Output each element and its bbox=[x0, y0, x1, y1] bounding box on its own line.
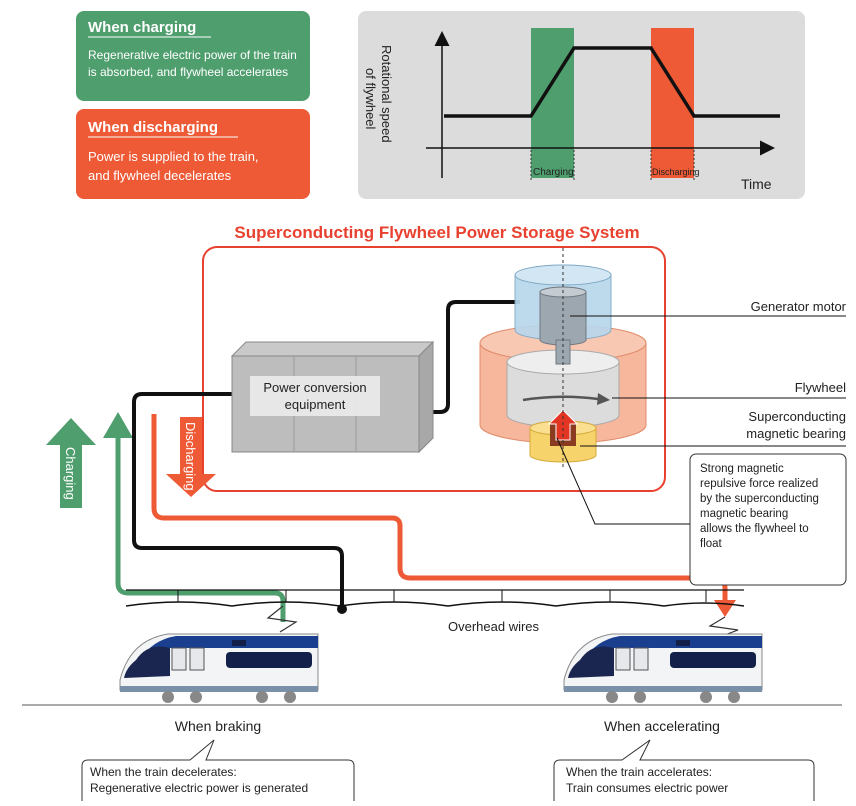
power-conversion-label-2: equipment bbox=[285, 397, 346, 412]
note-accelerating-line2: Train consumes electric power bbox=[566, 781, 728, 795]
legend-discharging-title: When discharging bbox=[88, 119, 218, 136]
graph-charging-label: Charging bbox=[533, 167, 574, 178]
caption-braking: When braking bbox=[175, 718, 261, 734]
label-generator-motor: Generator motor bbox=[751, 299, 847, 314]
callout-line-2: repulsive force realized bbox=[700, 478, 818, 490]
motor-wire bbox=[414, 300, 520, 414]
system-frame bbox=[202, 246, 666, 492]
rotation-arrow bbox=[522, 395, 599, 402]
graph-xlabel: Time bbox=[741, 176, 772, 192]
label-bearing-2: magnetic bearing bbox=[746, 426, 846, 441]
charging-arrow-label: Charging bbox=[63, 447, 78, 500]
note-braking-line2: Regenerative electric power is generated bbox=[90, 781, 308, 795]
power-wire bbox=[132, 392, 344, 606]
train-left bbox=[119, 605, 319, 703]
discharging-arrow: Discharging bbox=[166, 417, 216, 497]
charging-arrow: Charging bbox=[46, 418, 96, 508]
system-title: Superconducting Flywheel Power Storage S… bbox=[234, 223, 639, 242]
caption-accelerating: When accelerating bbox=[604, 718, 720, 734]
callout-line-6: float bbox=[700, 538, 723, 550]
note-braking-line1: When the train decelerates: bbox=[90, 765, 237, 779]
legend-discharging-line2: and flywheel decelerates bbox=[88, 168, 232, 183]
flywheel-assembly bbox=[479, 248, 647, 470]
legend-charging-title: When charging bbox=[88, 19, 196, 36]
graph-ylabel-1: Rotational speed bbox=[379, 45, 394, 143]
graph-discharging-label: Discharging bbox=[652, 167, 700, 177]
graph-ylabel-2: of flywheel bbox=[363, 68, 378, 130]
callout-line-4: magnetic bearing bbox=[700, 508, 788, 520]
legend-charging-line1: Regenerative electric power of the train bbox=[88, 48, 297, 62]
label-bearing-1: Superconducting bbox=[748, 409, 846, 424]
speed-graph: Rotational speed of flywheel Time Chargi… bbox=[358, 11, 805, 199]
note-accelerating: When the train accelerates: Train consum… bbox=[553, 739, 815, 801]
legend-discharging-box: When discharging Power is supplied to th… bbox=[76, 109, 310, 199]
callout-line-1: Strong magnetic bbox=[700, 463, 784, 475]
power-conversion-label-1: Power conversion bbox=[263, 380, 366, 395]
callout-line-3: by the superconducting bbox=[700, 493, 819, 505]
legend-charging-box: When charging Regenerative electric powe… bbox=[76, 11, 310, 101]
note-braking: When the train decelerates: Regenerative… bbox=[81, 739, 355, 801]
overhead-wires: Overhead wires bbox=[125, 589, 745, 634]
note-accelerating-line1: When the train accelerates: bbox=[566, 765, 712, 779]
train-right bbox=[563, 616, 763, 703]
overhead-wires-label: Overhead wires bbox=[448, 619, 540, 634]
label-flywheel: Flywheel bbox=[795, 380, 846, 395]
charging-path-arrowhead bbox=[103, 412, 133, 438]
charging-path bbox=[115, 438, 286, 622]
legend-charging-line2: is absorbed, and flywheel accelerates bbox=[88, 65, 288, 79]
callout-text: Strong magnetic repulsive force realized… bbox=[700, 463, 819, 550]
legend-discharging-line1: Power is supplied to the train, bbox=[88, 149, 259, 164]
generator-motor bbox=[539, 291, 587, 346]
speed-curve bbox=[444, 46, 780, 118]
discharging-arrow-label: Discharging bbox=[183, 422, 198, 491]
discharging-path-arrowhead bbox=[714, 600, 736, 617]
bearing-callout: Strong magnetic repulsive force realized… bbox=[689, 453, 847, 586]
callout-line-5: allows the flywheel to bbox=[700, 523, 809, 535]
power-conversion-equipment: Power conversion equipment bbox=[230, 340, 435, 454]
